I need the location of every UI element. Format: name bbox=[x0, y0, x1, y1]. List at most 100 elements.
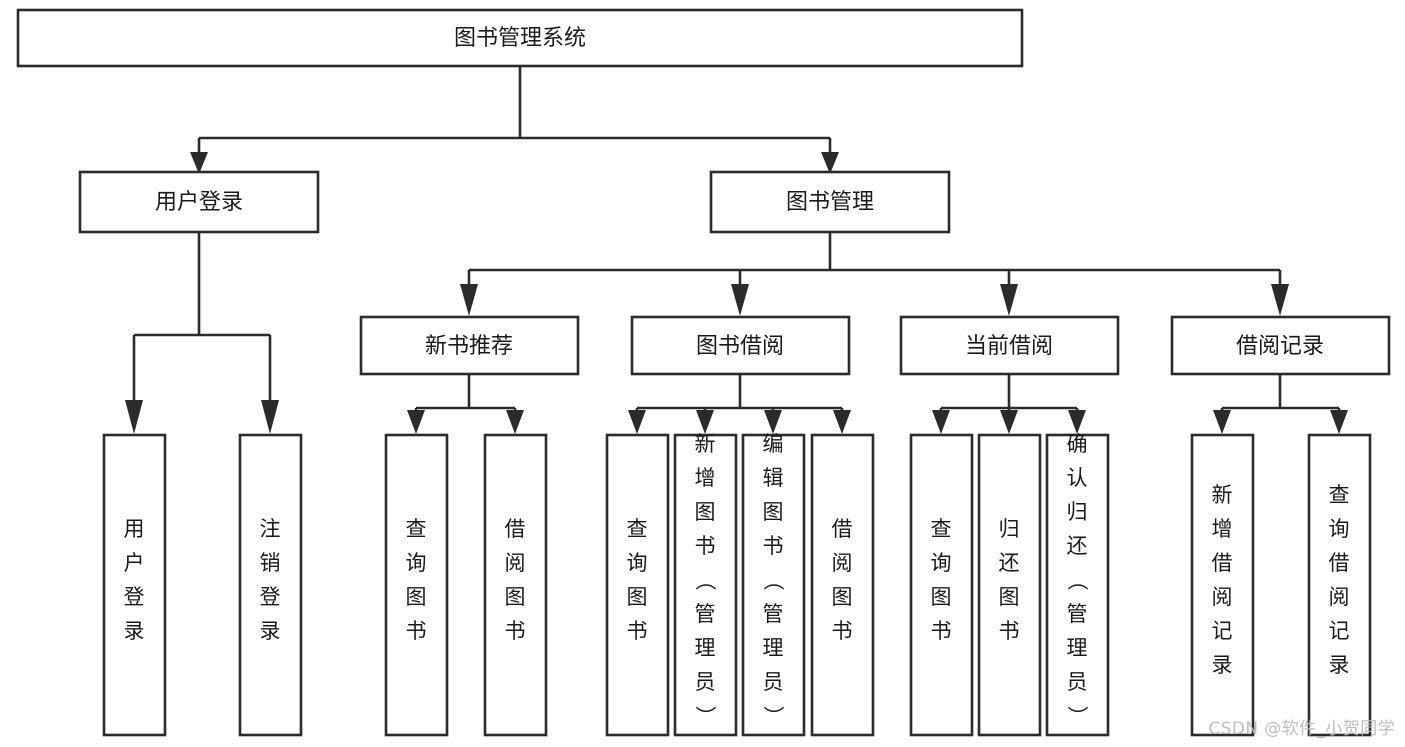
svg-text:新: 新 bbox=[1212, 483, 1233, 507]
svg-text:图: 图 bbox=[763, 500, 784, 524]
node-new-book-recommend-label: 新书推荐 bbox=[425, 334, 513, 359]
node-leaf-borrow-book-2-box[interactable] bbox=[810, 433, 875, 737]
node-leaf-borrow-book-1[interactable] bbox=[483, 433, 548, 737]
svg-text:书: 书 bbox=[505, 619, 526, 643]
svg-text:归: 归 bbox=[999, 517, 1020, 541]
node-borrow-record-box[interactable] bbox=[1170, 315, 1391, 376]
node-leaf-query-book-3-box[interactable] bbox=[909, 433, 974, 737]
svg-text:查: 查 bbox=[1329, 483, 1350, 507]
node-borrow-record[interactable]: 借阅记录 bbox=[1170, 315, 1391, 376]
svg-text:确: 确 bbox=[1067, 432, 1088, 456]
node-leaf-user-login-label: 用户登录 bbox=[124, 517, 145, 643]
svg-text:增: 增 bbox=[695, 466, 716, 490]
node-leaf-query-borrow-record-box[interactable] bbox=[1307, 433, 1372, 737]
arrow-to-leaf-edit-book-admin bbox=[764, 410, 782, 434]
node-leaf-add-borrow-record-box[interactable] bbox=[1190, 433, 1255, 737]
node-leaf-confirm-return-admin[interactable] bbox=[1045, 433, 1110, 737]
svg-text:阅: 阅 bbox=[832, 551, 853, 575]
svg-text:图: 图 bbox=[505, 585, 526, 609]
svg-text:书: 书 bbox=[406, 619, 427, 643]
node-leaf-add-book-admin[interactable] bbox=[673, 433, 738, 737]
svg-text:户: 户 bbox=[124, 551, 145, 575]
svg-text:书: 书 bbox=[999, 619, 1020, 643]
node-leaf-add-book-admin-box[interactable] bbox=[673, 433, 738, 737]
svg-text:查: 查 bbox=[406, 517, 427, 541]
connector-layer bbox=[125, 66, 1348, 434]
svg-text:借: 借 bbox=[505, 517, 526, 541]
svg-text:理: 理 bbox=[1067, 636, 1088, 660]
node-leaf-edit-book-admin-box[interactable] bbox=[741, 433, 806, 737]
node-leaf-confirm-return-admin-box[interactable] bbox=[1045, 433, 1110, 737]
node-user-login-box[interactable] bbox=[78, 170, 320, 234]
svg-text:借: 借 bbox=[832, 517, 853, 541]
svg-text:理: 理 bbox=[695, 636, 716, 660]
svg-text:记: 记 bbox=[1329, 619, 1350, 643]
node-leaf-query-borrow-record[interactable] bbox=[1307, 433, 1372, 737]
arrow-to-leaf-borrow-book-1 bbox=[506, 410, 524, 434]
svg-text:图: 图 bbox=[832, 585, 853, 609]
node-book-management-box[interactable] bbox=[709, 170, 951, 234]
node-current-borrow[interactable]: 当前借阅 bbox=[899, 315, 1120, 376]
node-leaf-query-book-3[interactable] bbox=[909, 433, 974, 737]
svg-text:图: 图 bbox=[627, 585, 648, 609]
node-leaf-logout-login[interactable] bbox=[238, 433, 303, 737]
svg-text:录: 录 bbox=[124, 619, 145, 643]
node-new-book-recommend-box[interactable] bbox=[359, 315, 580, 376]
node-book-borrow-label: 图书借阅 bbox=[696, 334, 784, 359]
node-leaf-return-book-box[interactable] bbox=[977, 433, 1042, 737]
svg-text:书: 书 bbox=[931, 619, 952, 643]
svg-text:登: 登 bbox=[260, 585, 281, 609]
svg-text:录: 录 bbox=[260, 619, 281, 643]
node-leaf-borrow-book-2[interactable] bbox=[810, 433, 875, 737]
svg-text:管: 管 bbox=[695, 602, 716, 626]
node-leaf-borrow-book-1-box[interactable] bbox=[483, 433, 548, 737]
svg-text:书: 书 bbox=[832, 619, 853, 643]
node-leaf-add-borrow-record[interactable] bbox=[1190, 433, 1255, 737]
svg-text:查: 查 bbox=[627, 517, 648, 541]
arrow-to-leaf-query-borrow-record bbox=[1330, 410, 1348, 434]
arrow-to-leaf-logout-login bbox=[261, 400, 279, 434]
node-root-label: 图书管理系统 bbox=[454, 26, 586, 51]
svg-text:归: 归 bbox=[1067, 500, 1088, 524]
svg-text:询: 询 bbox=[406, 551, 427, 575]
arrow-to-leaf-user-login bbox=[125, 400, 143, 434]
node-root[interactable]: 图书管理系统 bbox=[16, 8, 1024, 68]
node-leaf-query-book-2-box[interactable] bbox=[605, 433, 670, 737]
node-leaf-user-login-box[interactable] bbox=[102, 433, 167, 737]
node-leaf-query-book-1[interactable] bbox=[384, 433, 449, 737]
svg-text:用: 用 bbox=[124, 517, 145, 541]
svg-text:（: （ bbox=[1065, 570, 1089, 591]
node-book-management[interactable]: 图书管理 bbox=[709, 170, 951, 234]
svg-text:管: 管 bbox=[1067, 602, 1088, 626]
svg-text:（: （ bbox=[761, 570, 785, 591]
node-leaf-logout-login-box[interactable] bbox=[238, 433, 303, 737]
svg-text:录: 录 bbox=[1212, 653, 1233, 677]
node-root-box[interactable] bbox=[16, 8, 1024, 68]
node-user-login[interactable]: 用户登录 bbox=[78, 170, 320, 234]
node-leaf-query-book-2[interactable] bbox=[605, 433, 670, 737]
node-book-borrow[interactable]: 图书借阅 bbox=[630, 315, 851, 376]
svg-text:书: 书 bbox=[627, 619, 648, 643]
svg-text:图: 图 bbox=[406, 585, 427, 609]
node-leaf-edit-book-admin[interactable] bbox=[741, 433, 806, 737]
arrow-to-book-management bbox=[821, 152, 839, 174]
node-leaf-return-book[interactable] bbox=[977, 433, 1042, 737]
svg-text:认: 认 bbox=[1067, 466, 1088, 490]
node-current-borrow-box[interactable] bbox=[899, 315, 1120, 376]
arrow-to-new-book-recommend bbox=[460, 284, 478, 316]
arrow-to-leaf-query-book-2 bbox=[628, 410, 646, 434]
svg-text:）: ） bbox=[693, 706, 717, 727]
svg-text:员: 员 bbox=[763, 670, 784, 694]
node-book-borrow-box[interactable] bbox=[630, 315, 851, 376]
node-new-book-recommend[interactable]: 新书推荐 bbox=[359, 315, 580, 376]
svg-text:注: 注 bbox=[260, 517, 281, 541]
node-leaf-user-login[interactable] bbox=[102, 433, 167, 737]
node-leaf-query-book-1-box[interactable] bbox=[384, 433, 449, 737]
